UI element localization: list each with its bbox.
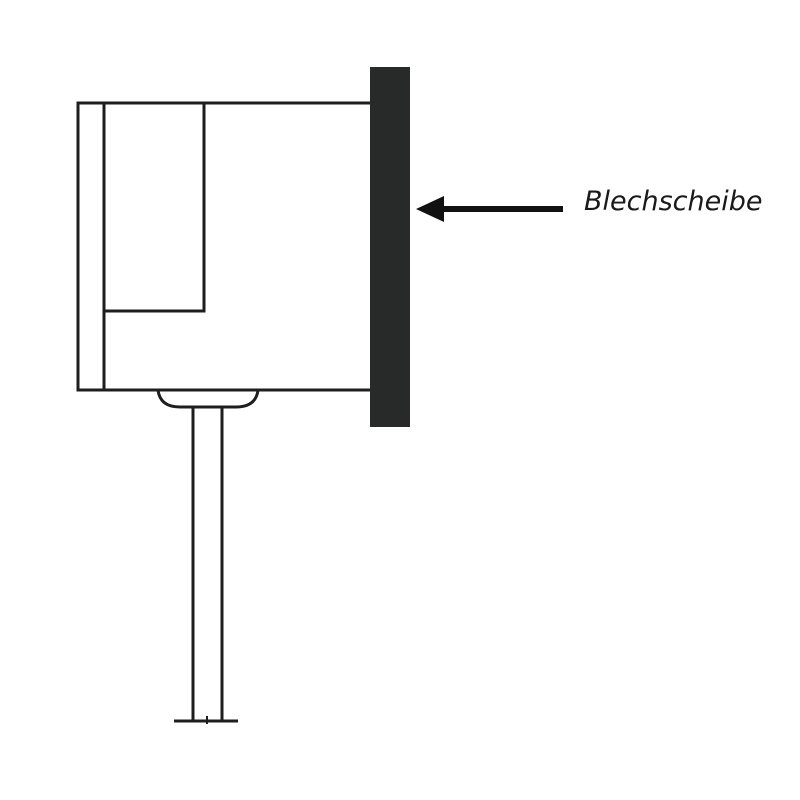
housing-body bbox=[76, 101, 374, 392]
annotation-arrow-head bbox=[416, 196, 444, 222]
mounting-foot bbox=[156, 389, 260, 409]
inner-pocket bbox=[104, 103, 206, 313]
sheet-metal-disc bbox=[370, 67, 410, 427]
annotation-label: Blechscheibe bbox=[584, 186, 763, 217]
